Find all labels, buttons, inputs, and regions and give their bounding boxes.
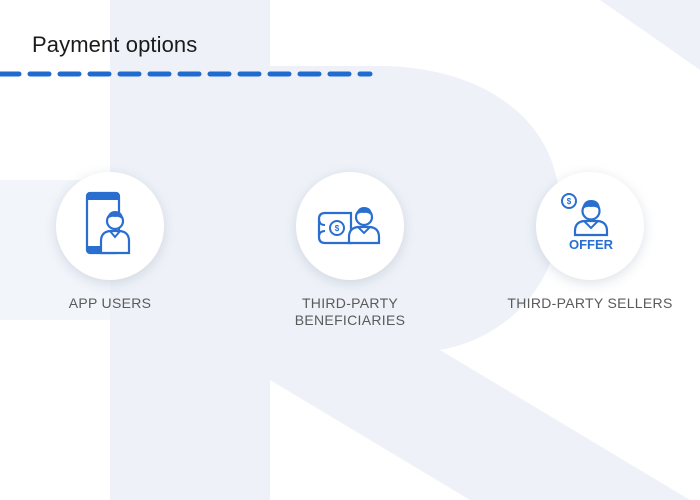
offer-label: OFFER (569, 237, 614, 252)
phone-user-icon (85, 191, 131, 255)
option-label: APP USERS (68, 295, 152, 311)
option-icon-circle: $ (296, 172, 404, 280)
seller-offer-icon: $ OFFER (561, 193, 614, 252)
option-label: THIRD-PARTY BENEFICIARIES (294, 295, 406, 328)
currency-symbol: $ (335, 224, 340, 233)
page-title: Payment options (32, 32, 198, 57)
option-icon-circle (56, 172, 164, 280)
currency-symbol: $ (567, 197, 572, 206)
dashed-divider (0, 71, 373, 77)
user-money-icon: $ (317, 207, 381, 245)
option-label: THIRD-PARTY SELLERS (507, 295, 673, 311)
option-icon-circle: $ OFFER (536, 172, 644, 280)
